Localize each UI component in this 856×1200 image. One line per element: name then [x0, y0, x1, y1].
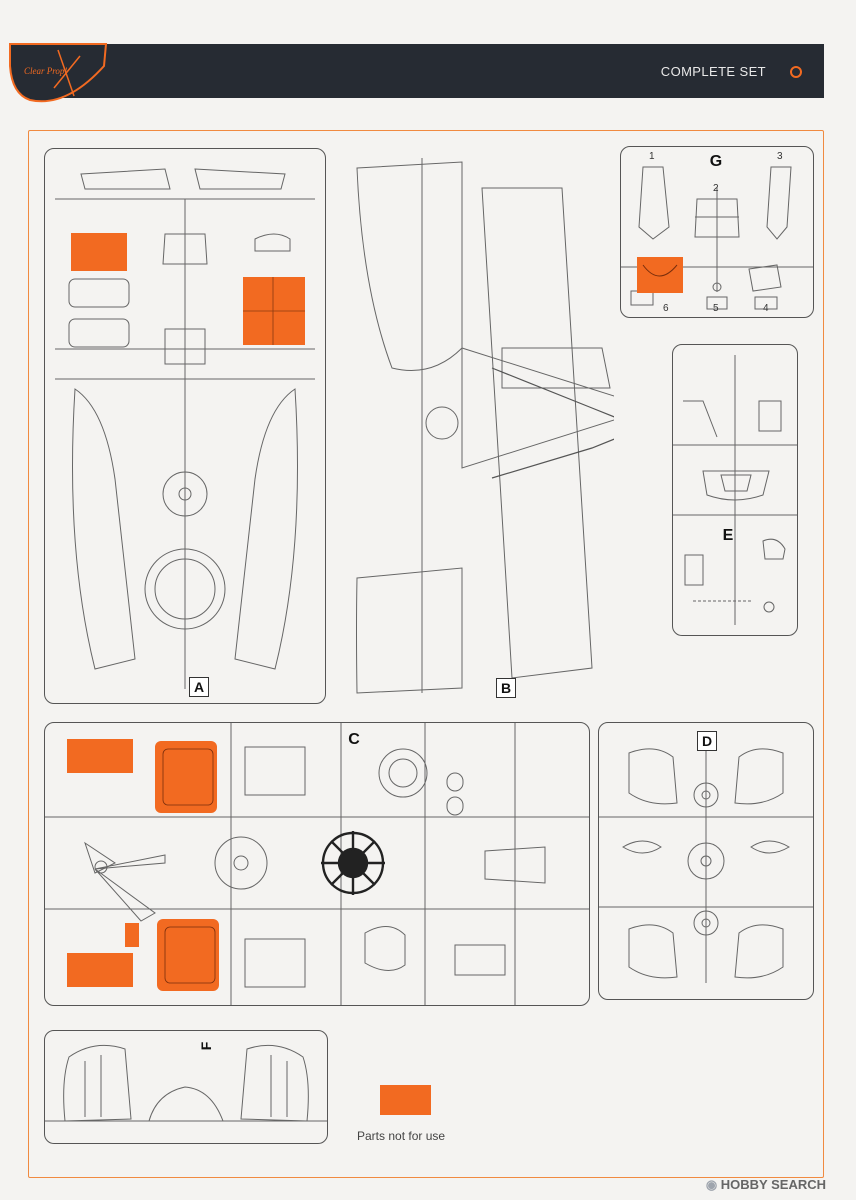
sprue-e-label: E: [722, 527, 734, 544]
legend-swatch: [380, 1085, 431, 1115]
sprue-g: G 1 2 3 6 5 4: [620, 146, 814, 318]
sprue-g-part-3: 3: [777, 151, 783, 162]
target-icon: [790, 66, 802, 78]
sprue-c-drawing: [45, 723, 589, 1005]
sprue-e: E: [672, 344, 798, 636]
logo-badge: Clear Prop!: [9, 43, 108, 103]
sprue-g-part-4: 4: [763, 303, 769, 314]
sprue-g-part-2: 2: [713, 183, 719, 194]
sprue-a-label: A: [189, 677, 209, 697]
sprue-a: A: [44, 148, 326, 704]
sprue-a-drawing: [55, 168, 315, 689]
sprue-g-drawing: [621, 166, 813, 310]
engine-drawing: [321, 831, 385, 895]
hobby-search-icon: ◉: [705, 1177, 718, 1192]
sprue-f: F: [44, 1030, 328, 1144]
sprue-b-label: B: [496, 678, 516, 698]
sprue-d: D: [598, 722, 814, 1000]
watermark: ◉ HOBBY SEARCH: [706, 1177, 826, 1193]
sprue-f-label: F: [198, 1041, 214, 1051]
sprue-d-label: D: [697, 731, 717, 751]
sprue-f-drawing: [45, 1044, 327, 1122]
sprue-c-label: C: [348, 731, 360, 748]
sprue-b: B: [352, 148, 614, 702]
watermark-text: HOBBY SEARCH: [720, 1177, 826, 1192]
sprue-d-drawing: [599, 743, 813, 983]
sprue-g-part-6: 6: [663, 303, 669, 314]
page-frame: [28, 130, 824, 1178]
sprue-b-drawing: [356, 158, 614, 694]
logo-text: Clear Prop!: [24, 66, 67, 76]
header-bar: COMPLETE SET: [40, 44, 824, 98]
page-title: COMPLETE SET: [660, 64, 766, 79]
sprue-e-drawing: [673, 355, 797, 625]
sprue-c: C: [44, 722, 590, 1006]
sprue-g-label: G: [709, 153, 723, 170]
sprue-g-part-1: 1: [649, 151, 655, 162]
legend-label: Parts not for use: [357, 1129, 446, 1143]
sprue-g-part-5: 5: [713, 303, 719, 314]
